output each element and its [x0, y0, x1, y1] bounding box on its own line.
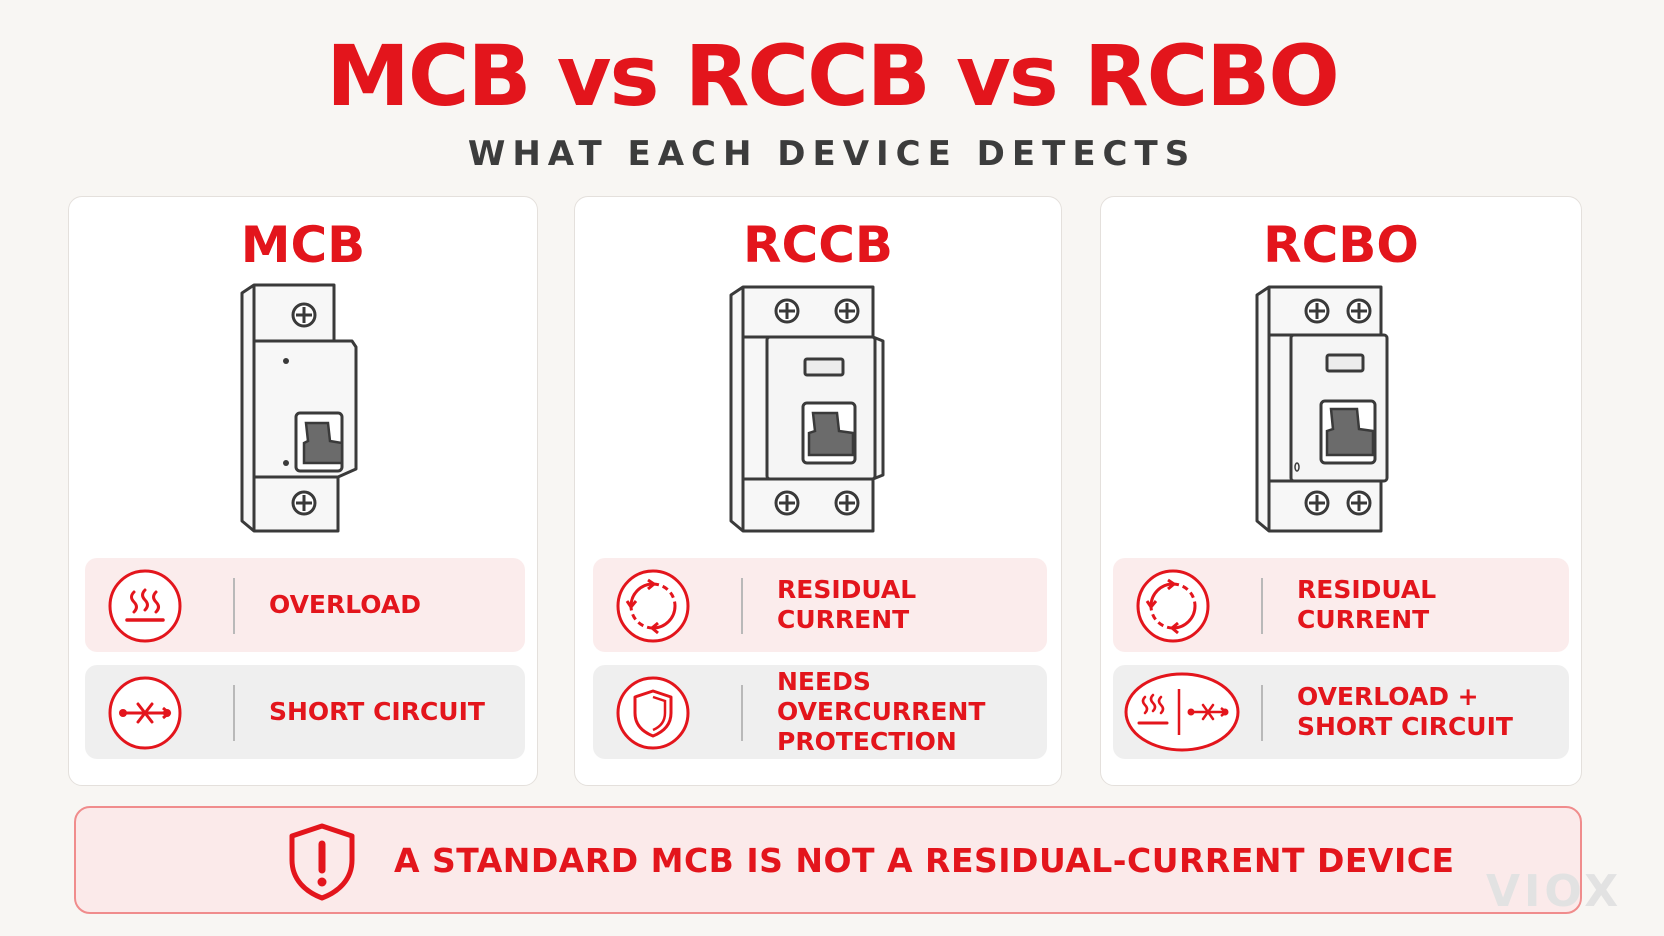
- feature-label: OVERLOAD + SHORT CIRCUIT: [1297, 665, 1567, 759]
- card-title: RCBO: [1263, 216, 1419, 274]
- feature-label-line: NEEDS OVERCURRENT: [777, 667, 986, 726]
- rccb-device-illustration: [729, 285, 885, 533]
- feature-label: SHORT CIRCUIT: [269, 697, 485, 726]
- feature-label: OVERLOAD: [269, 590, 421, 619]
- feature-row-needs-overcurrent-protection: NEEDS OVERCURRENT PROTECTION: [593, 665, 1047, 759]
- heat-waves-icon: [108, 569, 182, 643]
- overload-short-circuit-icon: [1124, 672, 1240, 752]
- feature-label-line: OVERLOAD +: [1297, 682, 1479, 711]
- feature-label-line: PROTECTION: [777, 727, 957, 756]
- row-separator: [741, 685, 743, 741]
- row-separator: [1261, 685, 1263, 741]
- row-separator: [233, 685, 235, 741]
- residual-current-icon: [1136, 569, 1210, 643]
- screw-icon: [291, 302, 317, 516]
- row-separator: [741, 578, 743, 634]
- card-title: MCB: [240, 216, 366, 274]
- card-rcbo: RCBO: [1100, 196, 1582, 786]
- page-subtitle: WHAT EACH DEVICE DETECTS: [467, 134, 1197, 174]
- feature-row-residual-current: RESIDUAL CURRENT: [593, 558, 1047, 652]
- feature-label: NEEDS OVERCURRENT PROTECTION: [777, 665, 1047, 759]
- row-separator: [233, 578, 235, 634]
- shield-exclamation-icon: [289, 823, 355, 901]
- feature-row-residual-current: RESIDUAL CURRENT: [1113, 558, 1569, 652]
- feature-row-short-circuit: SHORT CIRCUIT: [85, 665, 525, 759]
- feature-row-overload-short-circuit: OVERLOAD + SHORT CIRCUIT: [1113, 665, 1569, 759]
- row-separator: [1261, 578, 1263, 634]
- feature-label-line: SHORT CIRCUIT: [1297, 712, 1513, 741]
- shield-icon: [616, 676, 690, 750]
- mcb-device-illustration: [240, 283, 358, 533]
- warning-banner: A STANDARD MCB IS NOT A RESIDUAL-CURRENT…: [74, 806, 1582, 914]
- warning-text: A STANDARD MCB IS NOT A RESIDUAL-CURRENT…: [394, 840, 1455, 880]
- rcbo-device-illustration: [1255, 285, 1389, 533]
- screw-icon: [774, 298, 860, 516]
- residual-current-icon: [616, 569, 690, 643]
- short-circuit-icon: [108, 676, 182, 750]
- card-rccb: RCCB: [574, 196, 1062, 786]
- page-title: MCB vs RCCB vs RCBO: [326, 27, 1340, 125]
- screw-icon: [1304, 298, 1372, 516]
- viox-logo: VIOX: [1486, 866, 1623, 917]
- feature-row-overload: OVERLOAD: [85, 558, 525, 652]
- card-title: RCCB: [743, 216, 893, 274]
- card-mcb: MCB OVERLOAD: [68, 196, 538, 786]
- feature-label: RESIDUAL CURRENT: [1297, 575, 1437, 634]
- feature-label: RESIDUAL CURRENT: [777, 575, 917, 634]
